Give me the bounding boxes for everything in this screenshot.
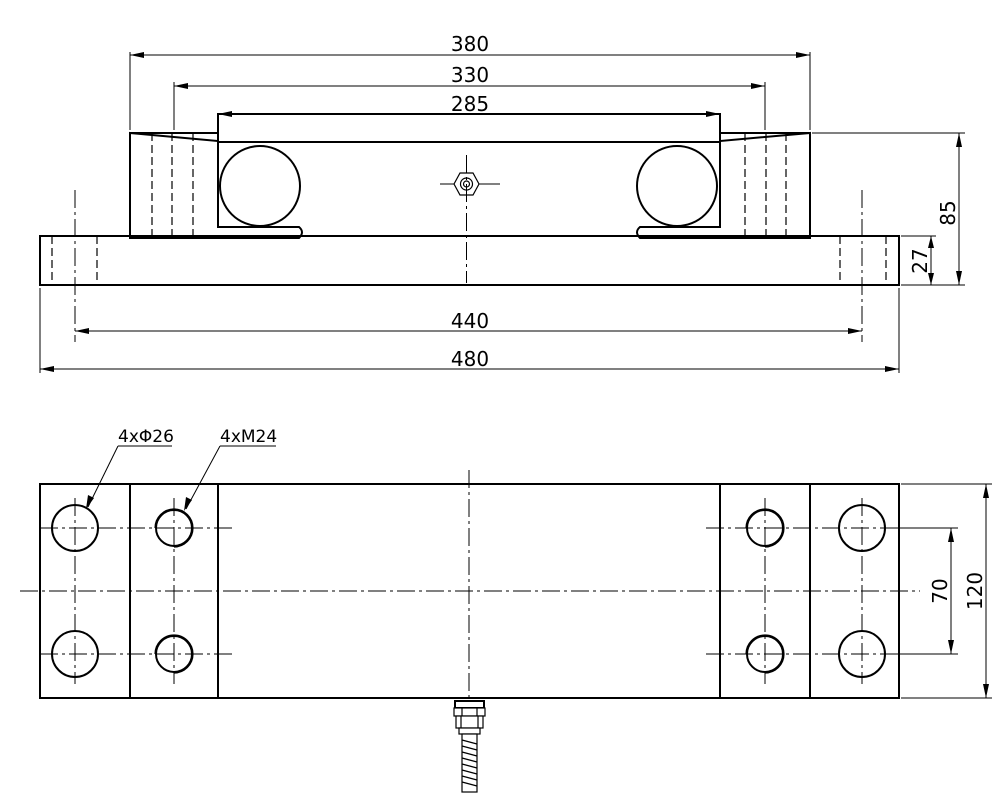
- threaded-hole: [746, 509, 784, 547]
- through-hole: [838, 630, 886, 678]
- threaded-holes: [154, 508, 785, 674]
- dim-120-label: 120: [963, 572, 987, 610]
- dim-27-label: 27: [908, 248, 932, 273]
- front-view: 380 330 285 440 480: [39, 32, 965, 373]
- through-hole: [51, 504, 99, 552]
- threaded-hole: [746, 635, 784, 673]
- through-holes: [51, 504, 886, 678]
- support-block-hidden-holes: [151, 133, 787, 236]
- dim-85-label: 85: [936, 200, 960, 225]
- callout-through-holes-label: 4xΦ26: [118, 427, 174, 447]
- dim-285: 285: [218, 92, 720, 117]
- top-centerlines: [20, 470, 920, 700]
- dim-480-label: 480: [451, 347, 489, 371]
- base-plate-hidden-holes: [51, 236, 887, 285]
- dim-85: 85: [936, 133, 962, 285]
- left-roller: [219, 145, 301, 227]
- dim-330: 330: [174, 63, 765, 89]
- dim-330-label: 330: [451, 63, 489, 87]
- cable-gland-front: [440, 172, 500, 196]
- dim-120: 120: [901, 483, 992, 699]
- dim-480: 480: [40, 347, 899, 372]
- right-roller: [636, 145, 718, 227]
- dim-440-label: 440: [451, 309, 489, 333]
- callout-through-holes: 4xΦ26: [86, 427, 174, 509]
- top-plate: [217, 113, 721, 143]
- threaded-hole: [155, 509, 193, 547]
- dim-380-label: 380: [451, 32, 489, 56]
- dim-70: 70: [900, 527, 958, 655]
- base-plate: [39, 235, 900, 286]
- dim-285-label: 285: [451, 92, 489, 116]
- dim-27: 27: [908, 236, 934, 285]
- callout-threaded-holes: 4xM24: [184, 427, 277, 511]
- front-extension-lines: [39, 52, 965, 373]
- dim-380: 380: [130, 32, 810, 58]
- threaded-hole: [155, 635, 193, 673]
- callout-threaded-holes-label: 4xM24: [220, 427, 277, 447]
- front-centerlines: [74, 155, 863, 342]
- through-hole: [51, 630, 99, 678]
- through-hole: [838, 504, 886, 552]
- cable-connector: [453, 700, 486, 793]
- dim-440: 440: [75, 309, 862, 334]
- dim-70-label: 70: [928, 578, 952, 603]
- top-view: 4xΦ26 4xM24 70 120: [20, 427, 992, 793]
